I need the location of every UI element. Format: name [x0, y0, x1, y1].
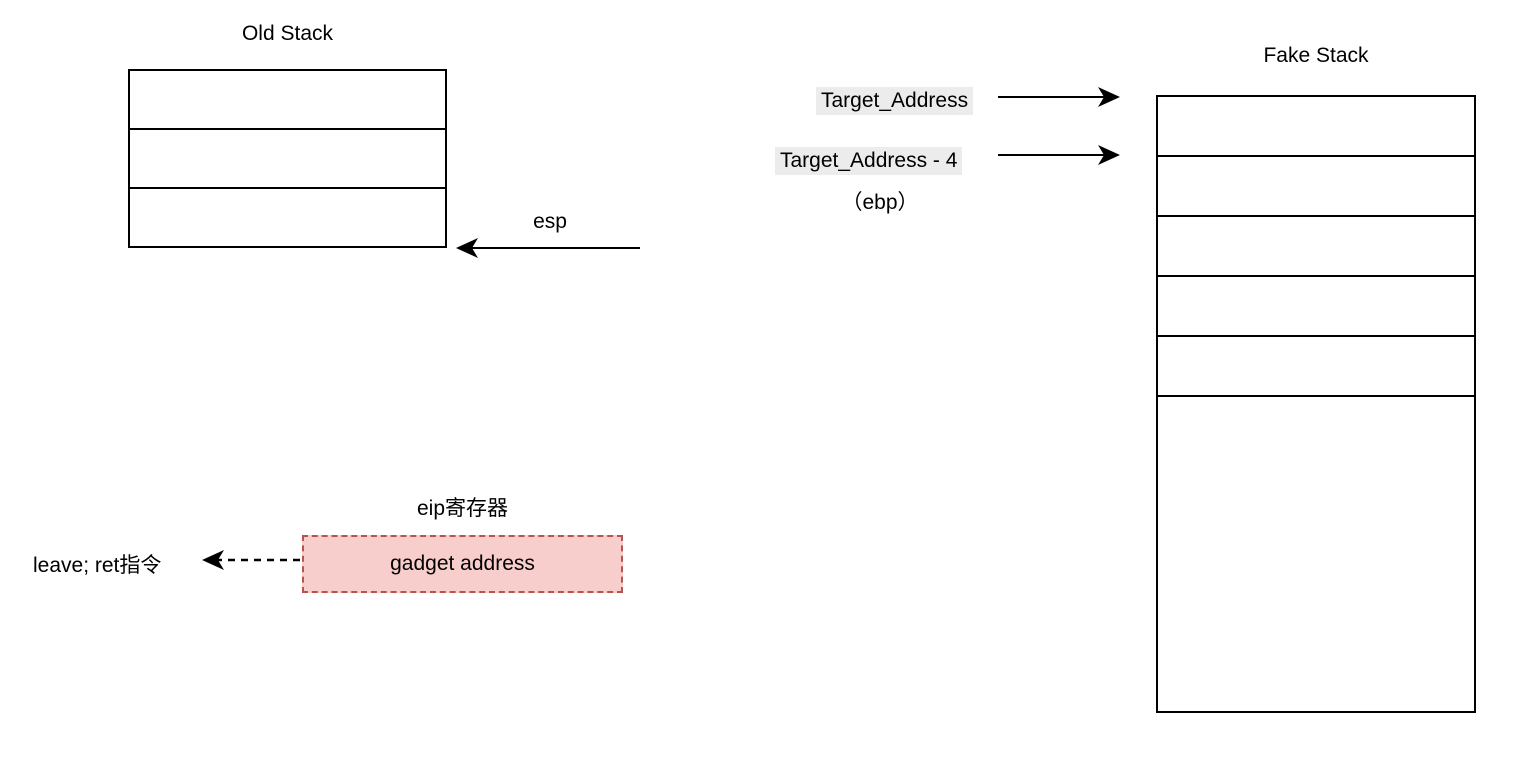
old-stack-table [128, 69, 447, 248]
fake-stack-cell [1158, 397, 1474, 711]
fake-stack-table [1156, 95, 1476, 713]
esp-arrow [456, 238, 640, 258]
old-stack-cell [130, 71, 445, 130]
target-address-minus4-arrow [998, 145, 1120, 165]
fake-stack-cell [1158, 157, 1474, 217]
fake-stack-cell [1158, 97, 1474, 157]
ebp-label: （ebp） [841, 191, 919, 214]
esp-label: esp [533, 210, 567, 233]
gadget-address-text: gadget address [390, 552, 535, 575]
eip-register-title: eip寄存器 [416, 497, 509, 520]
leave-ret-label: leave; ret指令 [33, 554, 162, 577]
target-address-arrow [998, 87, 1120, 107]
fake-stack-title: Fake Stack [1263, 44, 1369, 67]
gadget-to-leave-ret-arrow [202, 550, 300, 570]
gadget-address-box: gadget address [302, 535, 623, 593]
fake-stack-cell [1158, 217, 1474, 277]
old-stack-title: Old Stack [241, 22, 334, 45]
fake-stack-cell [1158, 277, 1474, 337]
fake-stack-cell [1158, 337, 1474, 397]
target-address-label: Target_Address [816, 87, 974, 115]
target-address-minus4-label: Target_Address - 4 [775, 147, 963, 175]
old-stack-cell [130, 130, 445, 189]
old-stack-cell [130, 189, 445, 246]
